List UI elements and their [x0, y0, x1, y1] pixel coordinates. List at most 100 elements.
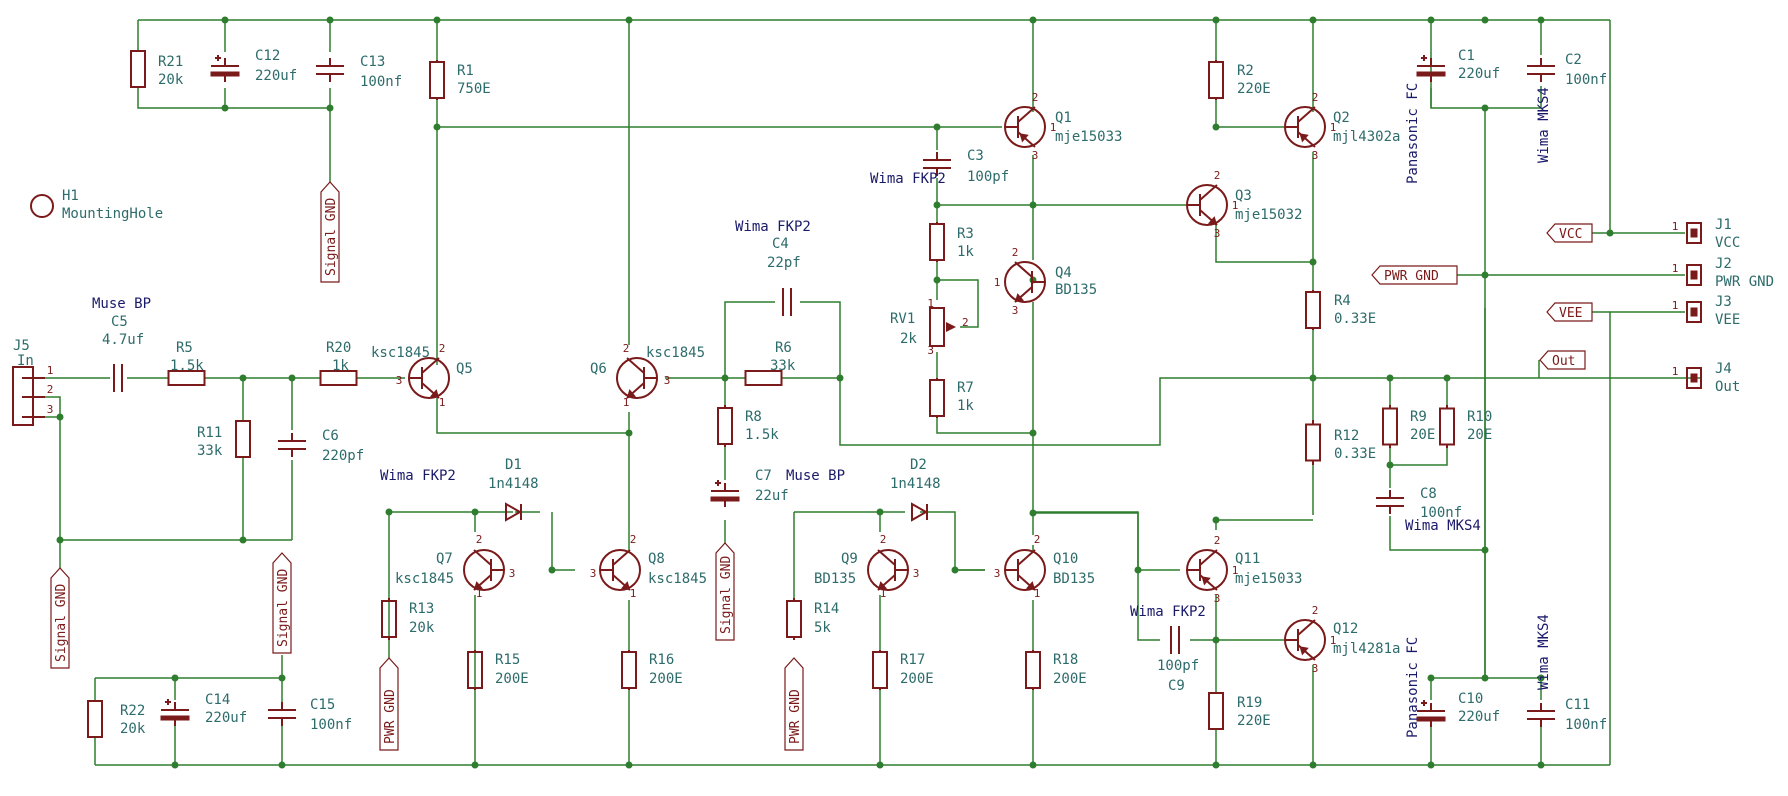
c9-ref: C9 [1168, 678, 1185, 694]
wire [936, 418, 1033, 434]
net-label-flag [1539, 350, 1586, 370]
c15-value: 100nf [310, 717, 352, 733]
junction-dot [1427, 16, 1435, 24]
pin-number: 1 [1330, 634, 1337, 647]
junction-dot [625, 429, 633, 437]
c12-ref: C12 [255, 48, 280, 64]
pin-number: 1 [1232, 199, 1239, 212]
wire [1137, 570, 1160, 641]
c10-ref: C10 [1458, 691, 1483, 707]
junction-dot [471, 761, 479, 769]
pin-number: 1 [1672, 365, 1679, 378]
junction-dot [239, 374, 247, 382]
q4-ref: Q4 [1055, 265, 1072, 281]
part-note: Wima FKP2 [380, 468, 456, 484]
c12-value: 220uf [255, 68, 297, 84]
pin-number: 1 [1672, 299, 1679, 312]
q3-ref: Q3 [1235, 188, 1252, 204]
junction-dot [1029, 761, 1037, 769]
pin-number: 1 [476, 587, 483, 600]
pin-number: 2 [1312, 604, 1319, 617]
q5-transistor-arrow [429, 389, 440, 399]
junction-dot [836, 374, 844, 382]
r7-ref: R7 [957, 380, 974, 396]
part-note: Wima FKP2 [870, 171, 946, 187]
r22-ref: R22 [120, 703, 145, 719]
pin-number: 2 [1214, 534, 1221, 547]
c4-ref: C4 [772, 236, 789, 252]
q1-transistor-collector [1017, 106, 1036, 123]
part-note: Panasonic FC [1405, 83, 1421, 184]
pin-number: 1 [439, 396, 446, 409]
r4-value: 0.33E [1334, 311, 1376, 327]
part-note: Muse BP [92, 296, 151, 312]
pin-number: 2 [623, 342, 630, 355]
r9-value: 20E [1410, 427, 1435, 443]
junction-dot [221, 104, 229, 112]
junction-dot [1212, 16, 1220, 24]
pin-number: 2 [630, 533, 637, 546]
q2-value: mjl4302a [1333, 129, 1400, 145]
q3-value: mje15032 [1235, 207, 1302, 223]
j3-connector [1686, 301, 1702, 323]
wire [937, 279, 979, 282]
r12-resistor [1305, 423, 1321, 462]
r16-resistor [621, 651, 637, 689]
net-label-flag [1371, 265, 1458, 285]
junction-dot [288, 374, 296, 382]
r5-value: 1.5k [170, 358, 204, 374]
q8-transistor-arrow [620, 581, 631, 591]
wire [1609, 20, 1685, 234]
j3-ref: J3 [1715, 294, 1732, 310]
wire [1215, 225, 1313, 263]
junction-dot [278, 674, 286, 682]
c14-capacitor-plate [160, 715, 190, 721]
junction-dot [933, 201, 941, 209]
q10-transistor-collector [1017, 549, 1036, 566]
d2-diode [911, 502, 929, 522]
pin-number: 2 [880, 533, 887, 546]
rv1-ref: RV1 [890, 311, 915, 327]
j2-connector-pin [1690, 270, 1698, 280]
wires [45, 16, 1700, 769]
net-label-flag [784, 657, 804, 751]
r14-ref: R14 [814, 601, 839, 617]
q4-value: BD135 [1055, 282, 1097, 298]
net-label-flag [50, 567, 70, 669]
junction-dot [1481, 271, 1489, 279]
j1-connector-pin [1690, 228, 1698, 238]
pin-number: 3 [994, 567, 1001, 580]
wire [1389, 516, 1485, 551]
pin-number: 3 [396, 374, 403, 387]
r13-value: 20k [409, 620, 435, 636]
pin-number: 1 [623, 396, 630, 409]
net-label-flag [1546, 302, 1593, 322]
junction-dot [1309, 258, 1317, 266]
j1-ref: J1 [1715, 217, 1732, 233]
pin-number: 3 [664, 374, 671, 387]
junction-dot [56, 536, 64, 544]
junction-dot [1386, 461, 1394, 469]
pin-number: 3 [913, 567, 920, 580]
r14-resistor [786, 600, 802, 638]
junction-dot [1309, 761, 1317, 769]
q8-transistor-collector [612, 549, 631, 566]
junction-dot [239, 536, 247, 544]
q9-ref: Q9 [841, 551, 858, 567]
r21-resistor [130, 50, 146, 88]
c2-ref: C2 [1565, 52, 1582, 68]
c10-value: 220uf [1458, 709, 1500, 725]
junction-dot [1427, 761, 1435, 769]
r4-ref: R4 [1334, 293, 1351, 309]
q10-ref: Q10 [1053, 551, 1078, 567]
junction-dot [1537, 674, 1545, 682]
c8-value: 100nf [1420, 505, 1462, 521]
junction-dot [876, 761, 884, 769]
r3-ref: R3 [957, 226, 974, 242]
junction-dot [221, 16, 229, 24]
q4-transistor-collector [1014, 261, 1033, 278]
r2-resistor [1208, 61, 1224, 99]
r7-value: 1k [957, 398, 974, 414]
c6-ref: C6 [322, 428, 339, 444]
j1-connector [1686, 222, 1702, 244]
